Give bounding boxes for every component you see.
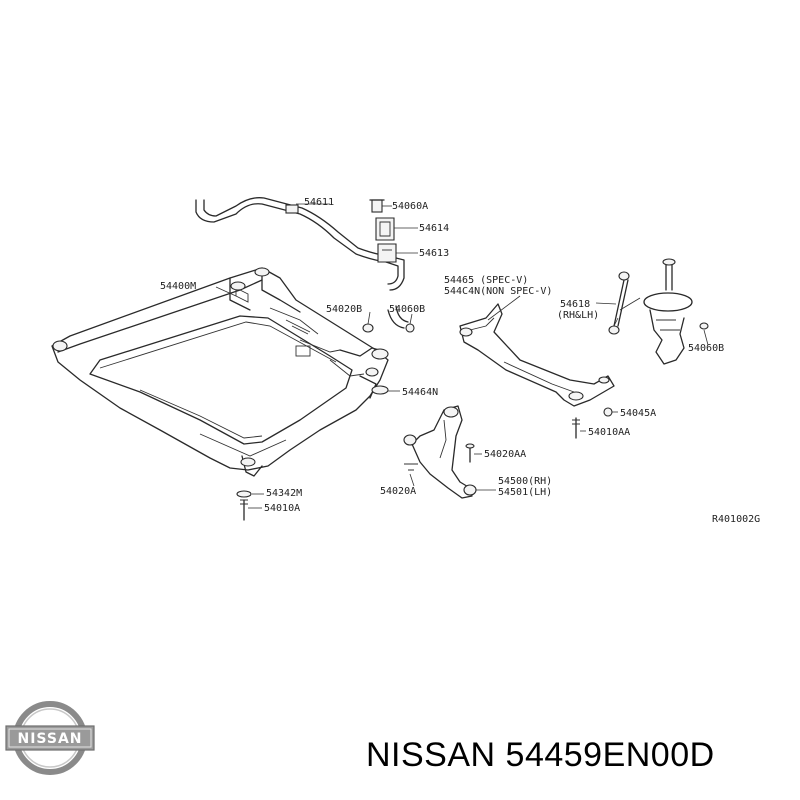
- label-54060b-right: 54060B: [688, 343, 724, 354]
- label-54465: 54465 (SPEC-V): [444, 275, 528, 286]
- label-54500: 54500(RH): [498, 476, 552, 487]
- label-54060a: 54060A: [392, 201, 428, 212]
- transverse-link: [459, 303, 615, 407]
- label-54010a: 54010A: [264, 503, 300, 514]
- lower-control-arm: [403, 405, 477, 499]
- label-54614: 54614: [419, 223, 449, 234]
- page-title: NISSAN 54459EN00D: [366, 736, 715, 774]
- label-544c4n: 544C4N(NON SPEC-V): [444, 286, 552, 297]
- label-54020a: 54020A: [380, 486, 416, 497]
- nissan-logo-text: NISSAN: [17, 731, 82, 747]
- label-54400m: 54400M: [160, 281, 196, 292]
- nissan-logo-icon: NISSAN: [5, 701, 95, 775]
- label-54020b: 54020B: [326, 304, 362, 315]
- label-54342m: 54342M: [266, 488, 302, 499]
- leader-lines: [215, 203, 709, 509]
- label-54618: 54618: [560, 299, 590, 310]
- label-54611: 54611: [304, 197, 334, 208]
- lower-mount: [236, 385, 389, 521]
- label-54464n: 54464N: [402, 387, 438, 398]
- label-54010aa: 54010AA: [588, 427, 630, 438]
- label-54501: 54501(LH): [498, 487, 552, 498]
- label-54045a: 54045A: [620, 408, 656, 419]
- bushing-group-top: [369, 199, 397, 263]
- label-54613: 54613: [419, 248, 449, 259]
- diagram-code: R401002G: [712, 514, 760, 525]
- link-bolts: [572, 407, 613, 439]
- label-54020aa: 54020AA: [484, 449, 526, 460]
- stabilizer-connecting-rod: [608, 271, 630, 335]
- strut-knuckle: [619, 258, 709, 365]
- stabilizer-link-small-parts: [362, 305, 415, 333]
- label-54060b-left: 54060B: [389, 304, 425, 315]
- front-subframe: [51, 267, 389, 477]
- label-54618-side: (RH&LH): [557, 310, 599, 321]
